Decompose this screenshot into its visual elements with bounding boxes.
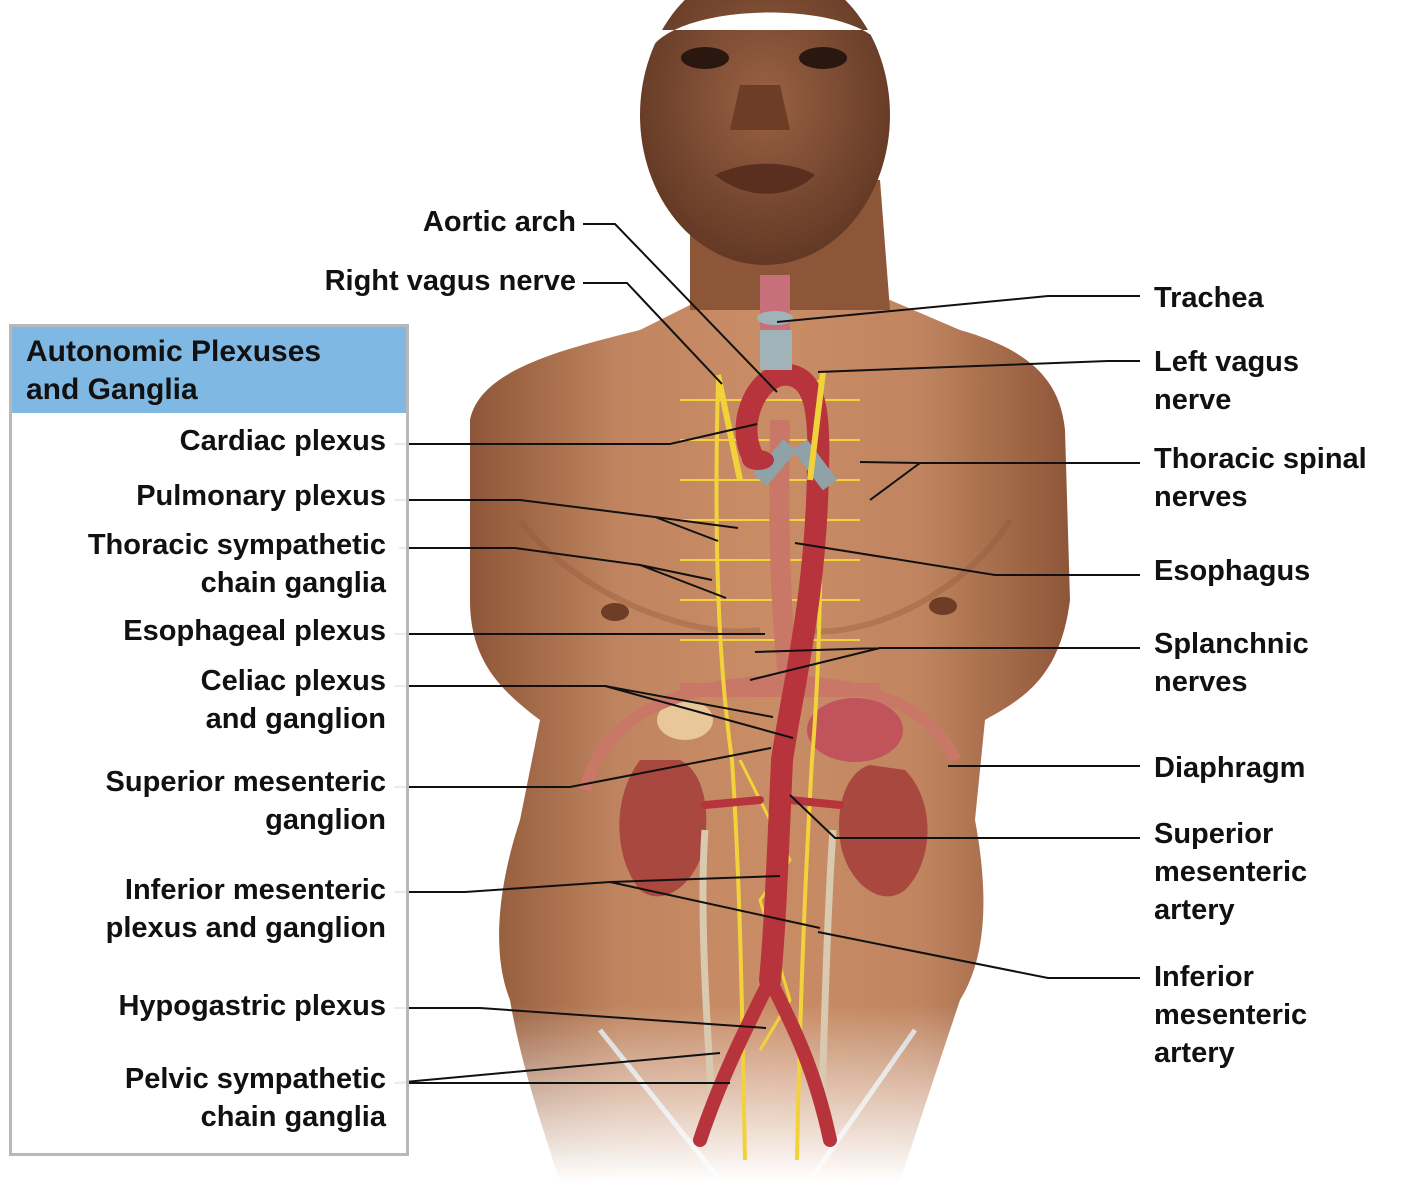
label-thoracic-sympathetic-chain-ganglia: Thoracic sympathetic chain ganglia xyxy=(88,526,386,602)
label-diaphragm: Diaphragm xyxy=(1154,749,1305,787)
legend-title: Autonomic Plexuses and Ganglia xyxy=(26,333,406,409)
label-hypogastric-plexus: Hypogastric plexus xyxy=(118,987,386,1025)
label-thoracic-spinal-nerves: Thoracic spinal nerves xyxy=(1154,440,1367,516)
label-superior-mesenteric-artery: Superior mesenteric artery xyxy=(1154,815,1307,929)
label-esophagus: Esophagus xyxy=(1154,552,1310,590)
label-pulmonary-plexus: Pulmonary plexus xyxy=(136,477,386,515)
label-inferior-mesenteric-plexus-and-ganglion: Inferior mesenteric plexus and ganglion xyxy=(106,871,386,947)
label-superior-mesenteric-ganglion: Superior mesenteric ganglion xyxy=(106,763,386,839)
label-aortic-arch: Aortic arch xyxy=(423,203,576,241)
label-left-vagus-nerve: Left vagus nerve xyxy=(1154,343,1299,419)
label-splanchnic-nerves: Splanchnic nerves xyxy=(1154,625,1309,701)
label-celiac-plexus-and-ganglion: Celiac plexus and ganglion xyxy=(201,662,386,738)
label-right-vagus-nerve: Right vagus nerve xyxy=(325,262,576,300)
label-inferior-mesenteric-artery: Inferior mesenteric artery xyxy=(1154,958,1307,1072)
label-pelvic-sympathetic-chain-ganglia: Pelvic sympathetic chain ganglia xyxy=(125,1060,386,1136)
label-esophageal-plexus: Esophageal plexus xyxy=(123,612,386,650)
label-trachea: Trachea xyxy=(1154,279,1264,317)
label-cardiac-plexus: Cardiac plexus xyxy=(180,422,386,460)
stomach-shape xyxy=(807,698,903,762)
legend-header: Autonomic Plexuses and Ganglia xyxy=(12,327,406,413)
